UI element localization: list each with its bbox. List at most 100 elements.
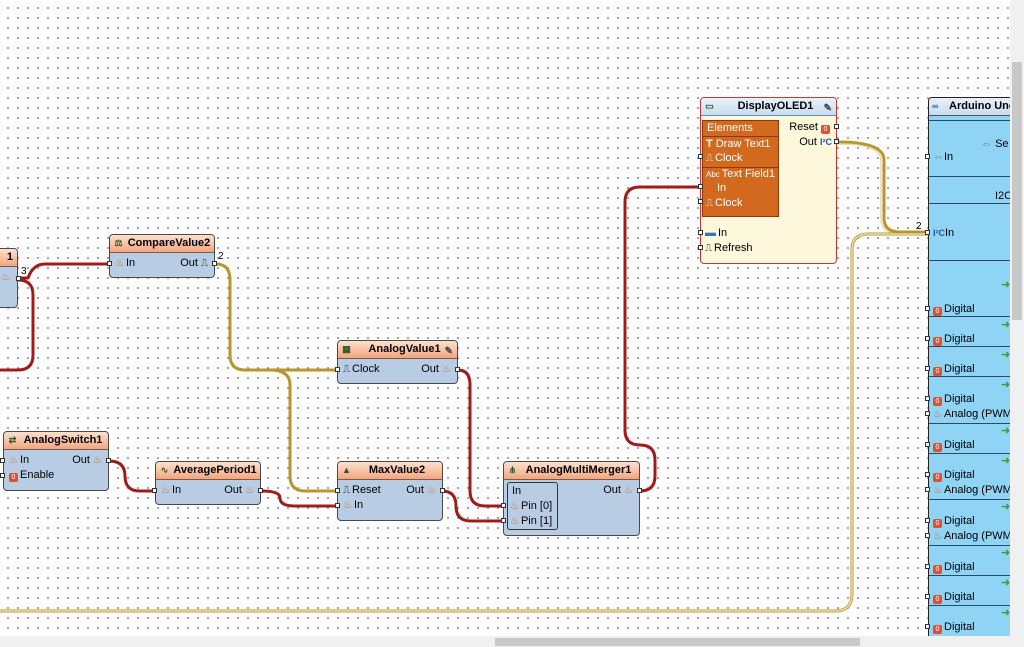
arduino-digital-pin[interactable]: [925, 518, 930, 523]
arduino-digital-pin[interactable]: [925, 472, 930, 477]
analog-value-clock-pin[interactable]: [335, 367, 340, 372]
arduino-digital-pin[interactable]: [925, 442, 930, 447]
average-period-in-pin[interactable]: [152, 488, 157, 493]
digital-arrow-icon: ➜: [1001, 547, 1011, 559]
arduino-analog-pin[interactable]: [925, 487, 930, 492]
digital-icon: 0: [933, 519, 942, 528]
arduino-serial-in-pin[interactable]: [925, 154, 930, 159]
compare-value-component[interactable]: ⚖CompareValue2 ♨In Out ⎍: [109, 234, 215, 278]
arduino-digital-pin[interactable]: [925, 564, 930, 569]
analog-switch-out-pin[interactable]: [106, 458, 111, 463]
oled-tf-clock-pin[interactable]: [698, 199, 703, 204]
partial-component-out-icon: ♨: [1, 272, 10, 283]
analog-icon: ♨: [161, 485, 170, 496]
multi-merger-pin0[interactable]: [501, 503, 506, 508]
partial-out-pin[interactable]: [16, 276, 21, 281]
vertical-scroll-thumb[interactable]: [1012, 62, 1022, 320]
arduino-d-arrow: ➜: [1001, 349, 1010, 362]
analog-icon: ♨: [510, 516, 519, 527]
arduino-digital-pin[interactable]: [925, 594, 930, 599]
analog-value-title: ▦AnalogValue1✎: [338, 341, 457, 359]
analog-value-component[interactable]: ▦AnalogValue1✎ ⎍Clock Out ♨: [337, 340, 458, 384]
arduino-i2c-in-pin[interactable]: [925, 230, 930, 235]
merger-icon: ⋔: [508, 465, 517, 475]
horizontal-scroll-thumb[interactable]: [495, 638, 860, 646]
oled-draw-clock-pin[interactable]: [698, 154, 703, 159]
clock-icon: ⎍: [706, 198, 713, 209]
average-period-out-pin[interactable]: [258, 488, 263, 493]
oled-out-pin[interactable]: [834, 139, 839, 144]
multi-merger-in-label: In: [512, 485, 522, 497]
display-icon: ▭: [705, 101, 714, 111]
compare-value-in-label: ♨In: [115, 257, 136, 269]
wire-compare-to-analogvalue: [214, 262, 340, 372]
clock-icon: ⎍: [343, 485, 350, 496]
oled-out-label: Out I²C: [799, 136, 832, 148]
arduino-separator: [929, 575, 1024, 576]
analog-value-out-pin[interactable]: [455, 367, 460, 372]
digital-arrow-icon: ➜: [1001, 349, 1011, 361]
arduino-i2c-label: I2C: [995, 190, 1013, 202]
arduino-separator: [929, 545, 1024, 546]
digital-icon: 0: [933, 337, 942, 346]
edit-tool-icon[interactable]: ✎: [823, 103, 832, 114]
arduino-d-arrow: ➜: [1001, 577, 1010, 590]
compare-value-in-pin[interactable]: [107, 261, 112, 266]
max-value-reset-pin[interactable]: [335, 488, 340, 493]
serial-icon: ⇔: [933, 151, 944, 163]
max-value-in-pin[interactable]: [335, 503, 340, 508]
arduino-digital-pin[interactable]: [925, 396, 930, 401]
arduino-separator: [929, 316, 1024, 317]
multi-merger-pin1[interactable]: [501, 518, 506, 523]
compare-value-pin-count: 2: [218, 251, 224, 262]
max-value-component[interactable]: ▲MaxValue2 ⎍Reset ♨In Out ♨: [337, 461, 443, 521]
wire-partial-to-compare: [16, 262, 114, 280]
serial-icon: ⇔: [981, 138, 992, 150]
oled-in-label: ▬In: [705, 227, 728, 239]
compare-value-out-pin[interactable]: [212, 261, 217, 266]
arduino-separator: [929, 499, 1024, 500]
average-period-component[interactable]: ∿AveragePeriod1 ♨In Out ♨: [155, 461, 261, 505]
oled-refresh-label: ⎍Refresh: [705, 242, 753, 254]
arduino-analog-pin[interactable]: [925, 411, 930, 416]
oled-reset-pin[interactable]: [834, 124, 839, 129]
oled-refresh-pin[interactable]: [698, 245, 703, 250]
analog-switch-enable-pin[interactable]: [0, 473, 5, 478]
average-period-out-label: Out ♨: [224, 484, 254, 496]
multi-merger-in-group: In ♨Pin [0] ♨Pin [1]: [507, 482, 558, 530]
multi-merger-out-label: Out ♨: [603, 484, 633, 496]
max-value-in-label: ♨In: [343, 499, 364, 511]
oled-in-pin[interactable]: [698, 230, 703, 235]
edit-tool-icon[interactable]: ✎: [444, 346, 453, 357]
analog-icon: ♨: [933, 531, 942, 542]
max-value-out-pin[interactable]: [440, 488, 445, 493]
analog-value-icon: ▦: [342, 344, 351, 354]
arduino-analog-pin[interactable]: [925, 533, 930, 538]
arduino-separator: [929, 203, 1024, 204]
arduino-digital-pin[interactable]: [925, 306, 930, 311]
arduino-uno-component[interactable]: ∞Arduino Uno ⇔ Se ⇔In I2C I²CIn ➜D 0Digi…: [928, 97, 1024, 642]
arduino-analog-pwm-label: ♨Analog (PWM: [933, 530, 1012, 542]
analog-switch-in-pin[interactable]: [0, 458, 5, 463]
max-icon: ▲: [342, 465, 351, 475]
multi-merger-component[interactable]: ⋔AnalogMultiMerger1 In ♨Pin [0] ♨Pin [1]…: [503, 461, 640, 536]
arduino-digital-pin[interactable]: [925, 366, 930, 371]
analog-icon: ♨: [343, 500, 352, 511]
oled-tf-in-pin[interactable]: [698, 184, 703, 189]
analog-switch-out-label: Out ♨: [72, 454, 102, 466]
i2c-icon: I²C: [820, 137, 832, 147]
wire-bottom-loop: [0, 232, 932, 613]
arduino-digital-pin[interactable]: [925, 624, 930, 629]
multi-merger-out-pin[interactable]: [637, 488, 642, 493]
digital-arrow-icon: ➜: [1001, 279, 1011, 291]
arduino-digital-pin[interactable]: [925, 336, 930, 341]
